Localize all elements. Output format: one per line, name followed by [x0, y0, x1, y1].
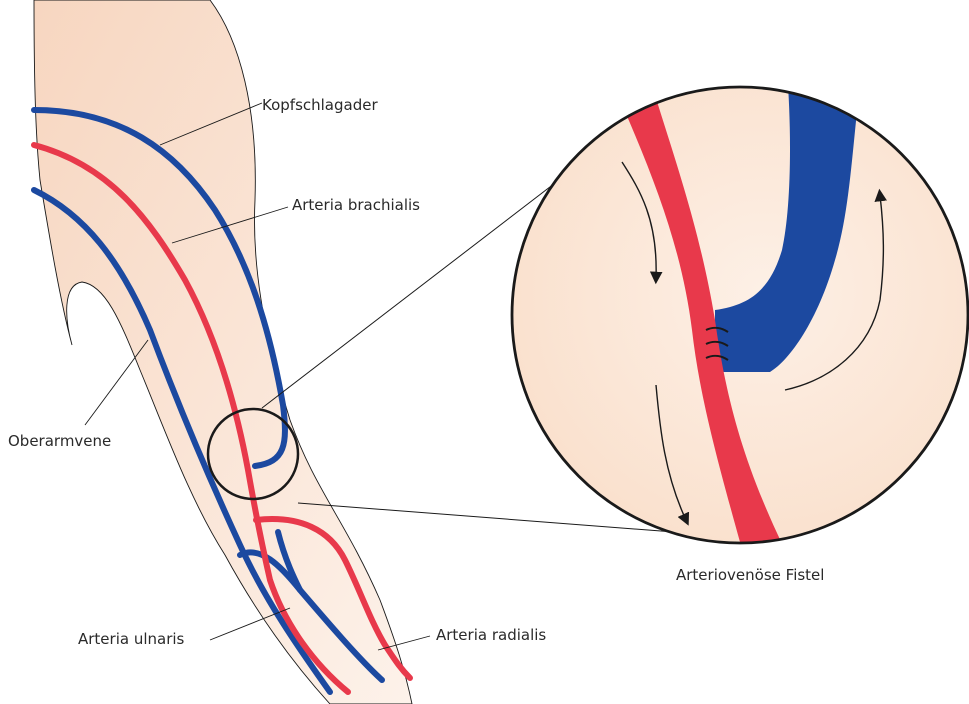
label-arteria-brachialis: Arteria brachialis [292, 196, 420, 214]
label-arteria-ulnaris: Arteria ulnaris [78, 630, 184, 648]
label-oberarmvene: Oberarmvene [8, 432, 111, 450]
leader-oberarmvene [85, 340, 148, 425]
label-av-fistel: Arteriovenöse Fistel [676, 566, 824, 584]
label-kopfschlagader: Kopfschlagader [262, 96, 378, 114]
label-arteria-radialis: Arteria radialis [436, 626, 546, 644]
